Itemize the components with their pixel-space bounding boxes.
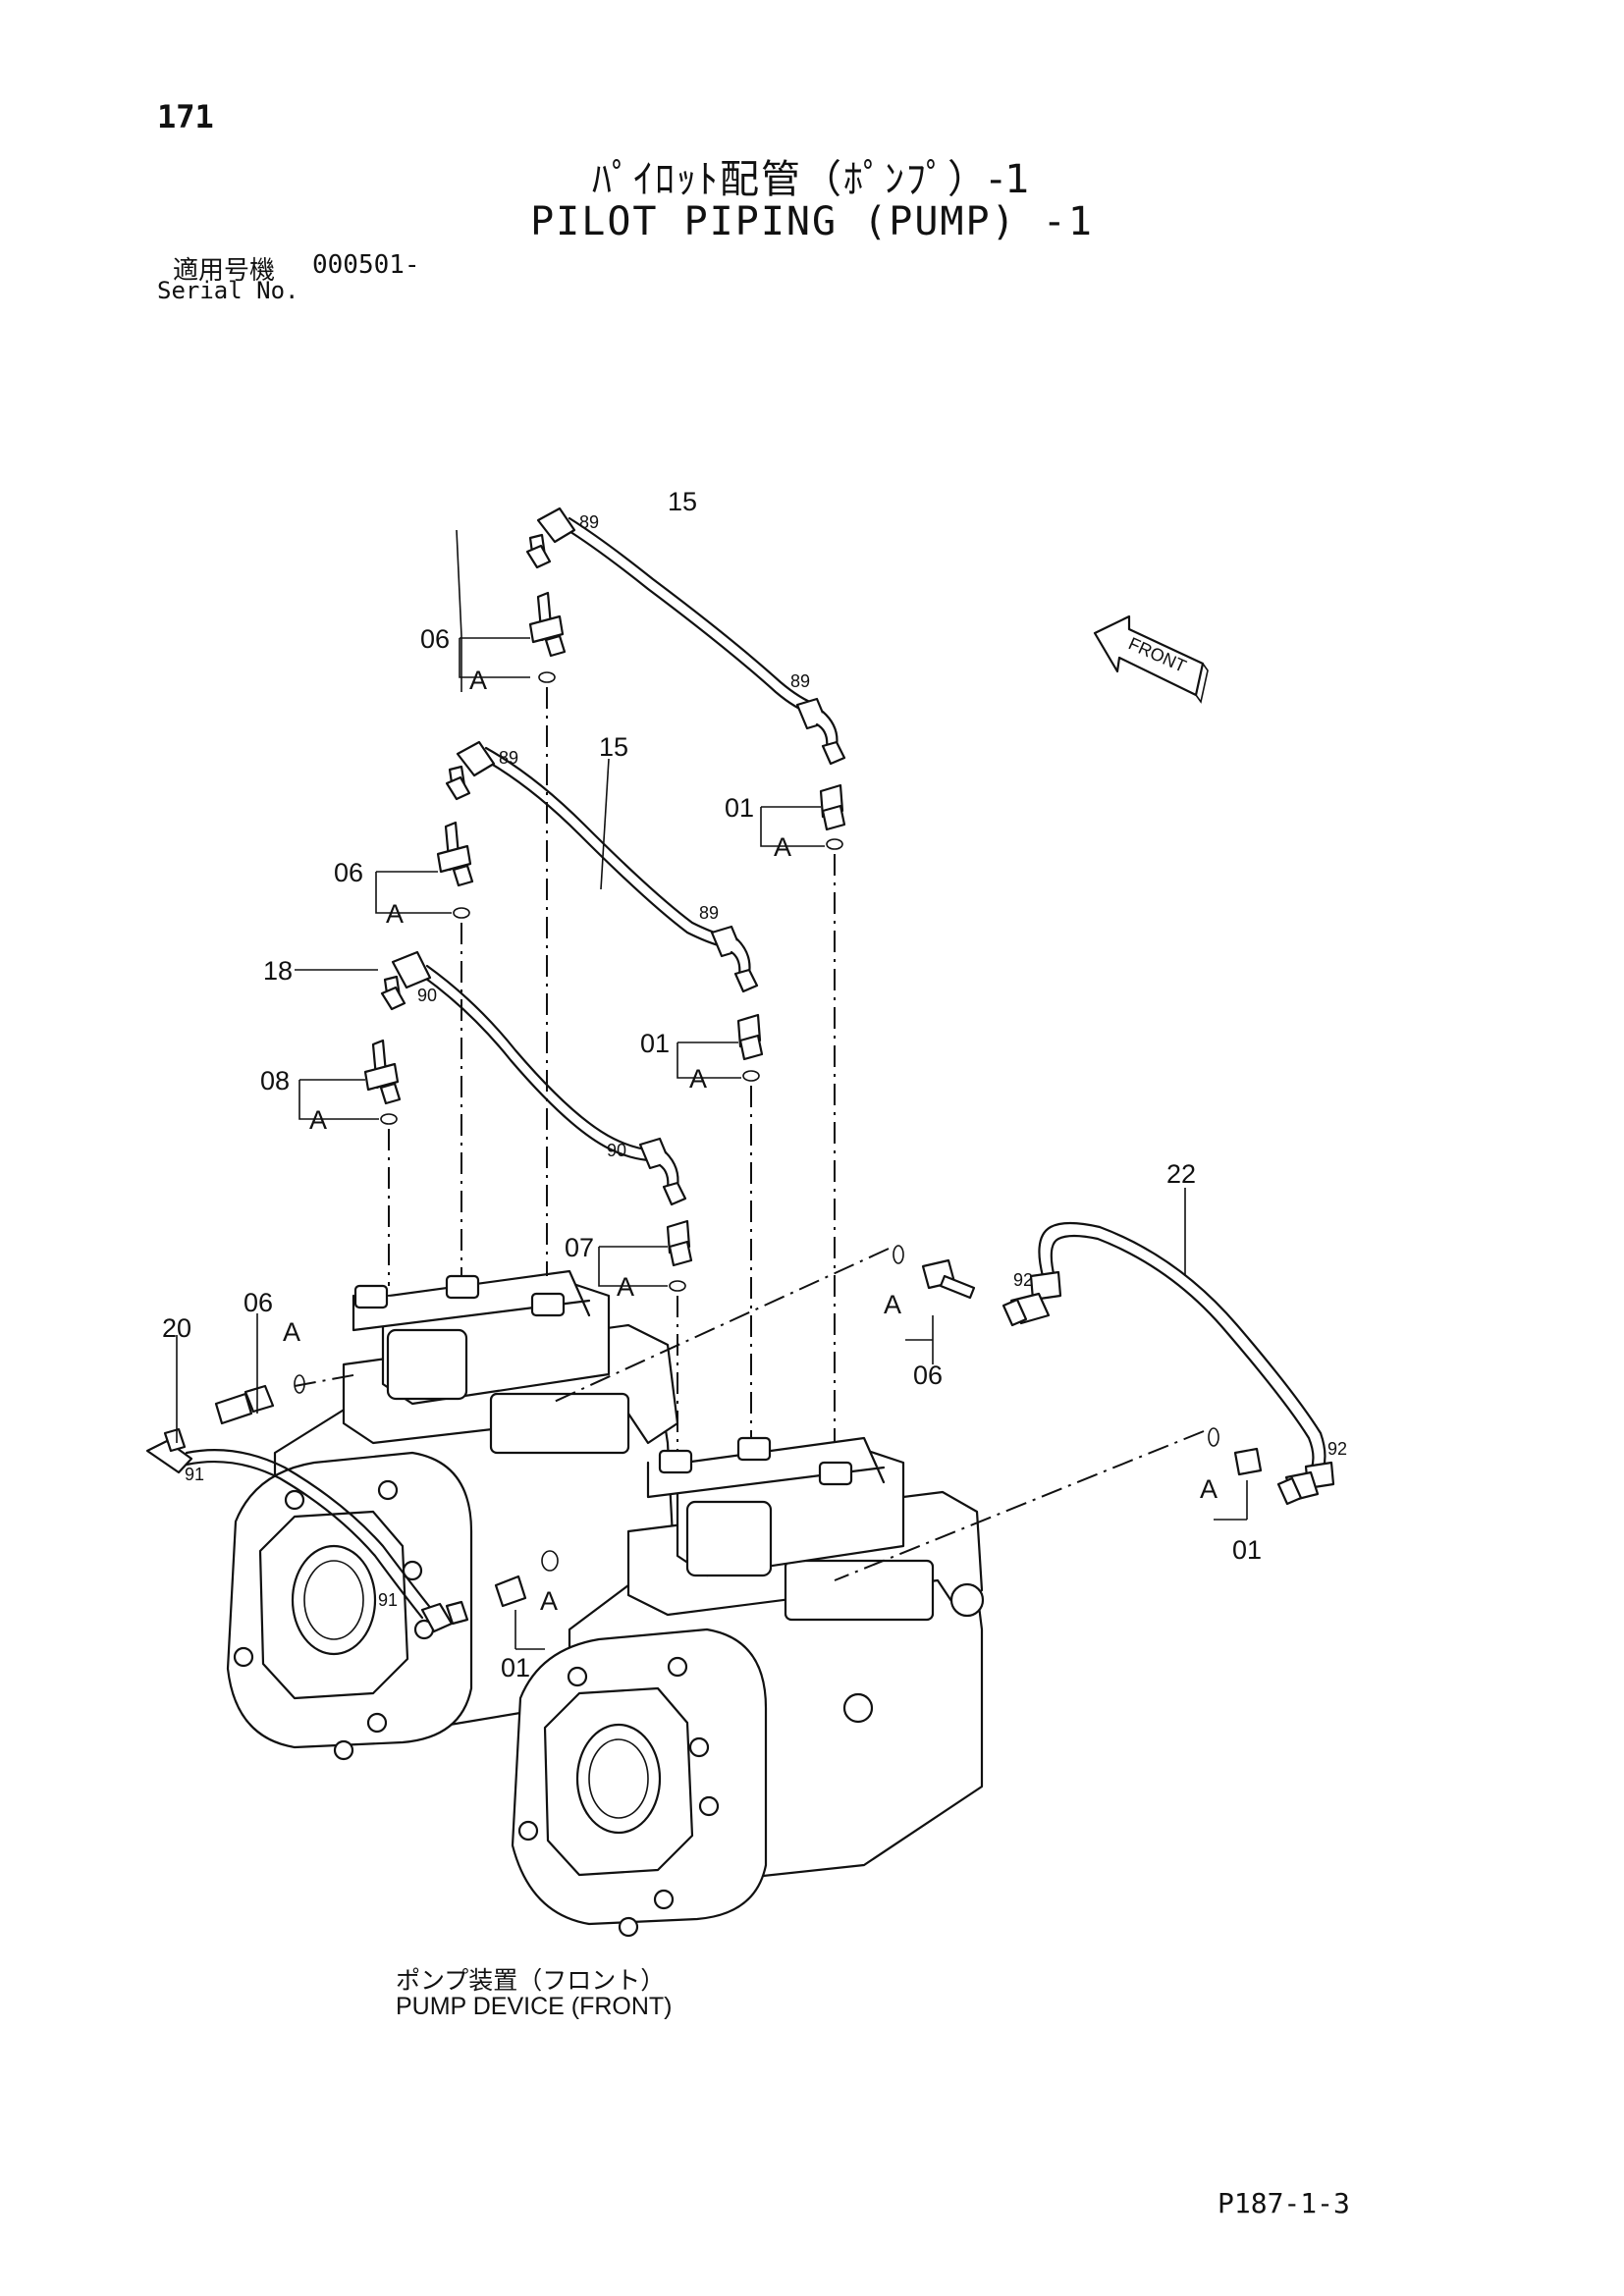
ref-mark-a: A [309, 1105, 327, 1135]
caption-english: PUMP DEVICE (FRONT) [396, 1993, 673, 2020]
serial-number-value: 000501- [312, 250, 420, 280]
part-label-01: 01 [640, 1029, 670, 1058]
part-label-18: 18 [263, 956, 293, 986]
part-label-06: 06 [244, 1288, 273, 1317]
fitting-label-92: 92 [1327, 1439, 1347, 1459]
front-arrow-icon: FRONT [1093, 614, 1209, 704]
part-label-01: 01 [725, 793, 754, 823]
ref-marks-a: A A A A A A A A A A [283, 666, 1218, 1616]
part-label-15: 15 [668, 487, 697, 516]
part-label-01: 01 [501, 1653, 530, 1682]
part-label-06: 06 [420, 624, 450, 654]
leader-lines [176, 529, 1248, 1650]
fitting-label-89: 89 [699, 903, 719, 923]
pump-unit-right [511, 1436, 985, 1938]
pipe-15-middle [445, 740, 759, 993]
ref-mark-a: A [617, 1272, 634, 1302]
ref-mark-a: A [386, 899, 404, 929]
ref-mark-a: A [774, 832, 791, 862]
ref-mark-a: A [1200, 1474, 1218, 1504]
serial-label-english: Serial No. [157, 277, 299, 304]
fitting-label-89: 89 [499, 748, 518, 768]
part-label-08: 08 [260, 1066, 290, 1095]
fitting-label-89: 89 [579, 512, 599, 532]
pump-unit-left [226, 1269, 679, 1761]
page-title-japanese: ﾊﾟｲﾛｯﾄ配管（ﾎﾟﾝﾌﾟ）-1 [592, 157, 1032, 202]
part-label-15: 15 [599, 732, 628, 762]
fitting-labels: 89 89 89 89 90 90 91 91 92 92 [185, 512, 1347, 1610]
alignment-lines [294, 687, 1205, 1581]
part-label-20: 20 [162, 1313, 191, 1343]
part-labels: 15 15 22 18 20 06 06 06 06 01 01 01 01 0… [162, 487, 1262, 1682]
ref-mark-a: A [283, 1317, 300, 1347]
page-number: 171 [157, 98, 214, 135]
pipe-22 [1001, 1221, 1335, 1506]
hose-20 [145, 1427, 469, 1633]
ref-mark-a: A [469, 666, 487, 695]
serial-label-japanese: 適用号機 [173, 256, 276, 286]
fitting-label-91: 91 [378, 1590, 398, 1610]
pipe-15-upper [525, 507, 846, 766]
caption-japanese: ポンプ装置（フロント） [396, 1966, 666, 1995]
ref-mark-a: A [540, 1586, 558, 1616]
fitting-label-91: 91 [185, 1465, 204, 1484]
part-label-07: 07 [565, 1233, 594, 1262]
part-label-06: 06 [334, 858, 363, 887]
page-code: P187-1-3 [1218, 2187, 1350, 2219]
part-label-06: 06 [913, 1361, 943, 1390]
fitting-label-89: 89 [790, 671, 810, 691]
fitting-label-90: 90 [417, 986, 437, 1005]
ref-mark-a: A [884, 1290, 901, 1319]
part-label-01: 01 [1232, 1535, 1262, 1565]
ref-mark-a: A [689, 1064, 707, 1094]
part-label-22: 22 [1166, 1159, 1196, 1189]
fittings [214, 591, 1263, 1608]
fitting-label-90: 90 [607, 1141, 626, 1160]
fitting-label-92: 92 [1013, 1270, 1033, 1290]
page-title-english: PILOT PIPING (PUMP) -1 [530, 199, 1094, 244]
